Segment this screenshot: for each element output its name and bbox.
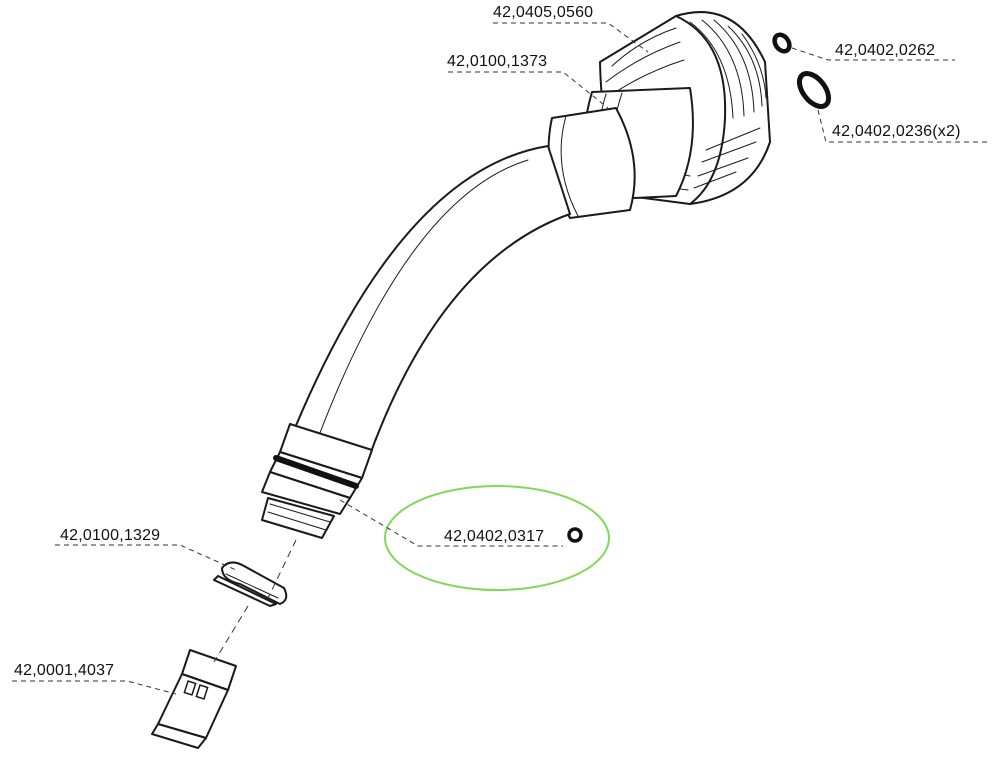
label-diffuser: 42,0001,4037 bbox=[14, 662, 114, 679]
leader-diffuser bbox=[12, 680, 177, 695]
leader-nut bbox=[493, 22, 649, 53]
leader-insulator bbox=[55, 544, 237, 571]
label-insulator: 42,0100,1329 bbox=[60, 527, 160, 544]
label-small-oring: 42,0402,0262 bbox=[835, 42, 935, 59]
assembly-axis-upper bbox=[267, 539, 297, 599]
leader-small-oring bbox=[791, 47, 955, 61]
label-large-oring: 42,0402,0236(x2) bbox=[832, 123, 961, 140]
insulator-part bbox=[213, 561, 288, 607]
label-tip-oring: 42,0402,0317 bbox=[444, 528, 544, 545]
label-nut: 42,0405,0560 bbox=[493, 4, 593, 21]
leader-neck-body bbox=[448, 71, 609, 109]
tip-oring-icon bbox=[567, 527, 583, 543]
label-neck-body: 42,0100,1373 bbox=[447, 53, 547, 70]
leader-tip-oring bbox=[339, 499, 563, 547]
assembly-axis-lower bbox=[213, 605, 249, 663]
large-oring-icon bbox=[796, 71, 832, 109]
diffuser-part bbox=[151, 649, 237, 749]
highlight-ellipse bbox=[384, 485, 610, 591]
neck-lower-collar bbox=[261, 423, 373, 539]
neck-body bbox=[289, 87, 694, 461]
small-oring-icon bbox=[772, 32, 792, 54]
leader-large-oring bbox=[817, 109, 990, 143]
